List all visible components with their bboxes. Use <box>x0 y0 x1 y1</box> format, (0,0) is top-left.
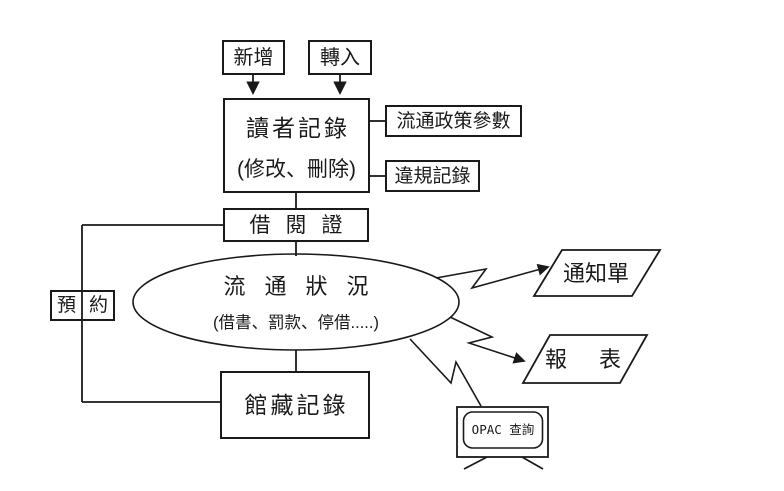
node-add: 新增 <box>222 40 285 75</box>
node-circulation-policy-params: 流通政策參數 <box>385 105 522 137</box>
node-reader-record: 讀者記錄 (修改、刪除) <box>223 98 370 193</box>
opac-monitor-icon <box>456 406 549 470</box>
node-transfer-in: 轉入 <box>308 40 372 75</box>
node-collection-record: 館藏記錄 <box>220 371 370 439</box>
reader-record-title: 讀者記錄 <box>246 115 350 141</box>
circulation-status-title: 流通狀況 <box>223 274 388 299</box>
circulation-status-ellipse <box>132 253 460 351</box>
zigzag-arrow-to-report <box>449 316 526 364</box>
report-label: 報表 <box>545 347 654 372</box>
zigzag-arrow-to-notice <box>435 263 550 290</box>
opac-query-label: OPAC 查詢 <box>471 421 535 437</box>
node-violation-record: 違規記錄 <box>385 160 480 192</box>
node-reservation: 預約 <box>50 290 115 321</box>
notice-label: 通知單 <box>562 261 629 286</box>
notice-parallelogram <box>532 249 662 297</box>
circulation-status-subtitle: (借書、罰款、停借.....) <box>213 313 379 332</box>
reader-record-subtitle: (修改、刪除) <box>237 158 356 181</box>
report-parallelogram <box>521 334 649 384</box>
zigzag-link-to-opac <box>409 338 482 407</box>
node-library-card: 借閱證 <box>223 208 369 242</box>
